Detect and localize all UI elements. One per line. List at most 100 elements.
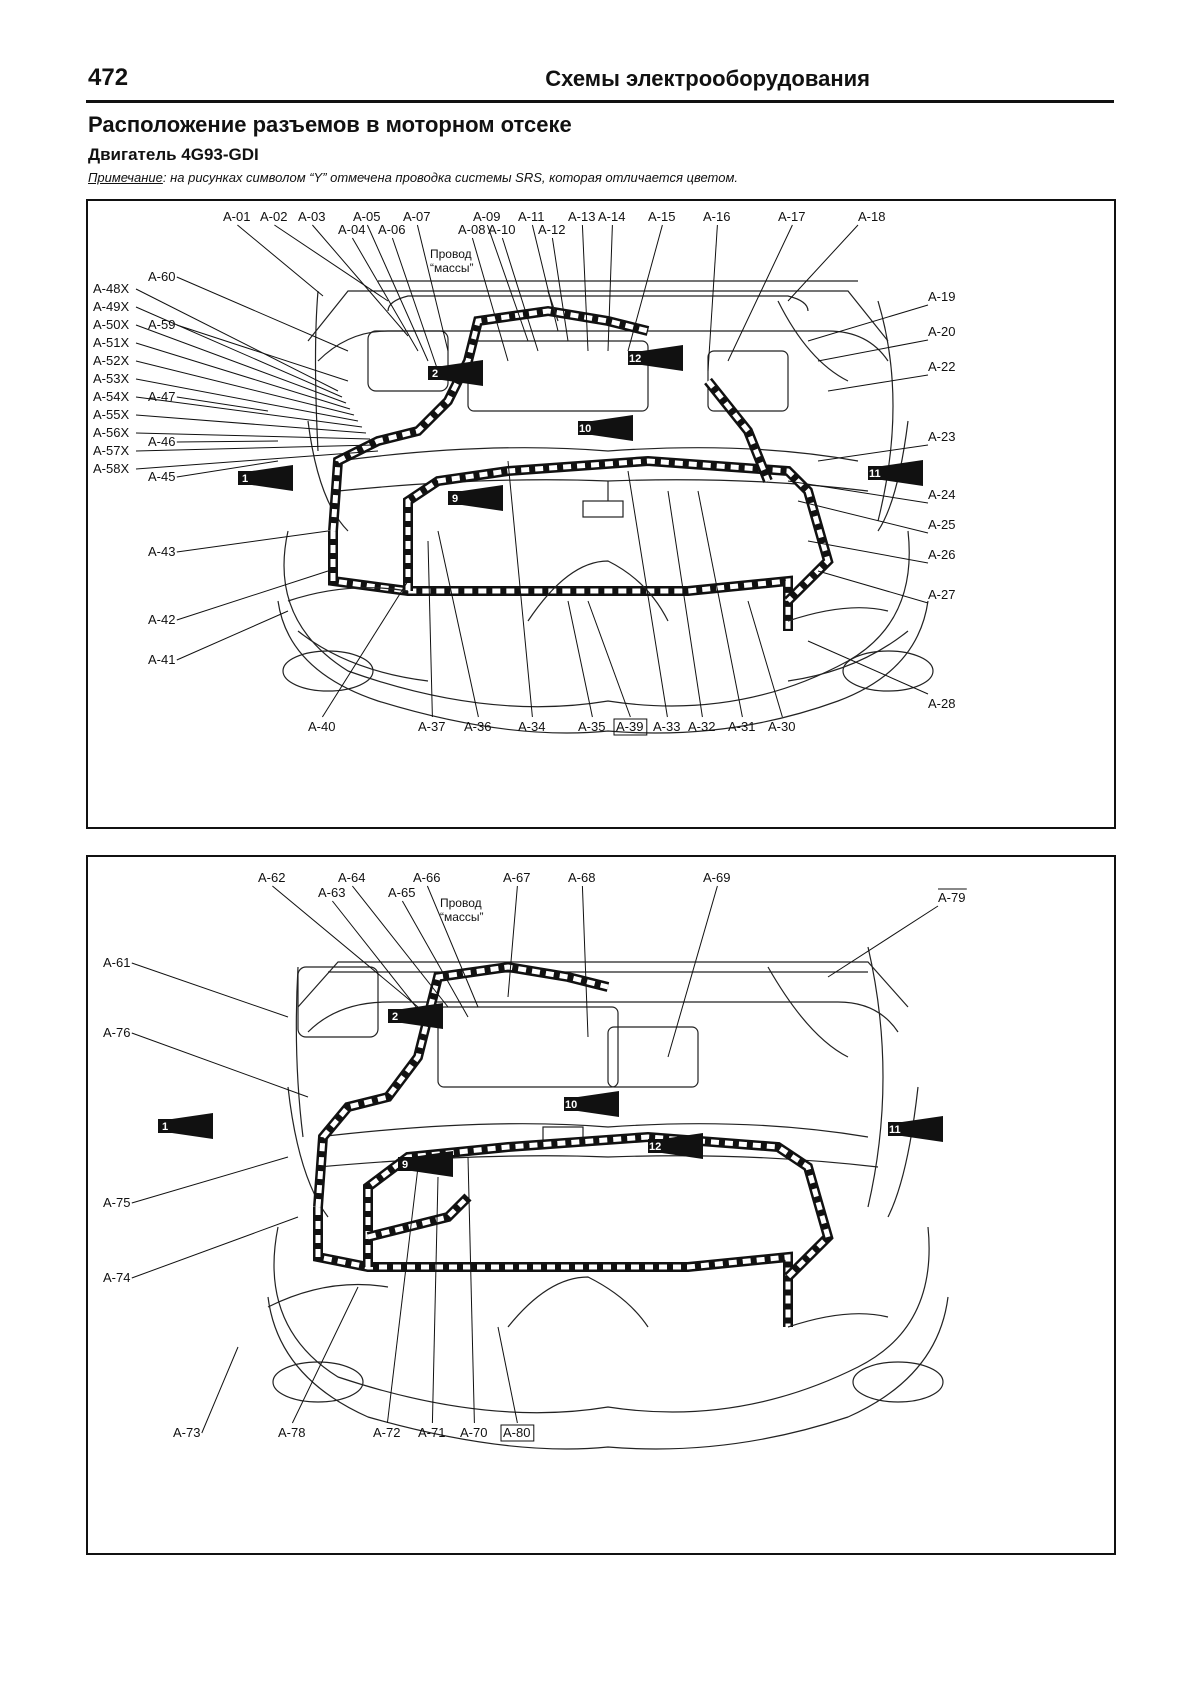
connector-label: A-39 [616,719,643,734]
marker-flag-12 [628,351,642,365]
leader-line [312,224,409,337]
leader-line [274,224,389,302]
connector-label: A-09 [473,209,500,224]
leader-line [427,540,433,718]
leader-line [131,962,289,1018]
connector-label: A-31 [728,719,755,734]
connector-label: A-42 [148,612,175,627]
marker-pointer [592,415,633,441]
connector-label: A-32 [688,719,715,734]
marker-flag-9 [448,491,462,505]
marker-number: 1 [242,473,248,485]
connector-label: A-67 [503,870,530,885]
leader-line [827,374,929,392]
connector-label: A-33 [653,719,680,734]
connector-label: A-69 [703,870,730,885]
marker-pointer [462,485,503,511]
leader-line [431,1176,439,1424]
left-list-leader [135,360,355,416]
leader-line [567,600,593,718]
leader-line [507,885,518,998]
header-rule [86,100,1114,103]
connector-label: A-76 [103,1025,130,1040]
marker-number: 11 [889,1124,901,1136]
left-list-leader [135,396,363,428]
left-list-label: A-55X [93,407,129,422]
connector-label: A-59 [148,317,175,332]
connector-label: A-34 [518,719,545,734]
marker-flag-2 [428,366,442,380]
leader-line [581,224,589,352]
marker-number: 12 [649,1141,661,1153]
marker-pointer [402,1003,443,1029]
note-text: : на рисунках символом “Y” отмечена пров… [162,170,738,185]
leader-line [697,490,743,718]
left-list-label: A-49X [93,299,129,314]
leader-line [366,224,429,362]
marker-number: 10 [579,423,591,435]
leader-line [581,885,589,1038]
marker-flag-9 [398,1157,412,1171]
leader-line [507,460,533,718]
leader-line [787,224,859,302]
leader-line [176,276,349,352]
connector-label: A-19 [928,289,955,304]
marker-number: 2 [432,368,438,380]
connector-label: A-63 [318,885,345,900]
left-list-leader [135,342,351,410]
connector-label: A-73 [173,1425,200,1440]
leader-line [827,905,939,978]
connector-label: A-28 [928,696,955,711]
section-title: Расположение разъемов в моторном отсеке [88,112,572,137]
connector-label: A-40 [308,719,335,734]
leader-line [551,237,569,342]
left-list-leader [135,414,367,434]
leader-line [497,1326,518,1424]
marker-flag-2 [388,1009,402,1023]
connector-label: A-02 [260,209,287,224]
connector-label: A-12 [538,222,565,237]
connector-label: A-24 [928,487,955,502]
connector-label: A-36 [464,719,491,734]
leader-line [587,600,631,718]
marker-pointer [578,1091,619,1117]
connector-label: A-70 [460,1425,487,1440]
marker-number: 11 [869,468,881,480]
leader-line [807,640,929,695]
leader-line [531,224,559,332]
connector-label: A-16 [703,209,730,224]
connector-label: A-27 [928,587,955,602]
top-ground-callout-line-2: “массы” [430,261,474,275]
leader-line [176,440,279,443]
bottom-ground-callout-line-2: “массы” [440,910,484,924]
leader-line [426,885,479,1008]
car-outline-sketch [267,961,949,1450]
marker-flag-11 [888,1122,902,1136]
marker-flag-1 [238,471,252,485]
leader-line [176,610,289,661]
left-list-leader [135,288,339,392]
boxed-label-frame [500,1424,535,1442]
connector-label: A-46 [148,434,175,449]
marker-pointer [642,345,683,371]
marker-number: 12 [629,353,641,365]
marker-number: 10 [565,1099,577,1111]
connector-label: A-25 [928,517,955,532]
marker-flag-12 [648,1139,662,1153]
connector-label: A-13 [568,209,595,224]
left-list-label: A-54X [93,389,129,404]
marker-pointer [442,360,483,386]
page-number: 472 [88,64,129,91]
leader-line [291,1286,359,1424]
note: Примечание: на рисунках символом “Y” отм… [88,170,738,185]
wiring-harness [313,961,834,1327]
leader-line [176,460,279,478]
leader-line [321,580,409,718]
leader-line [237,224,324,297]
connector-label: A-15 [648,209,675,224]
